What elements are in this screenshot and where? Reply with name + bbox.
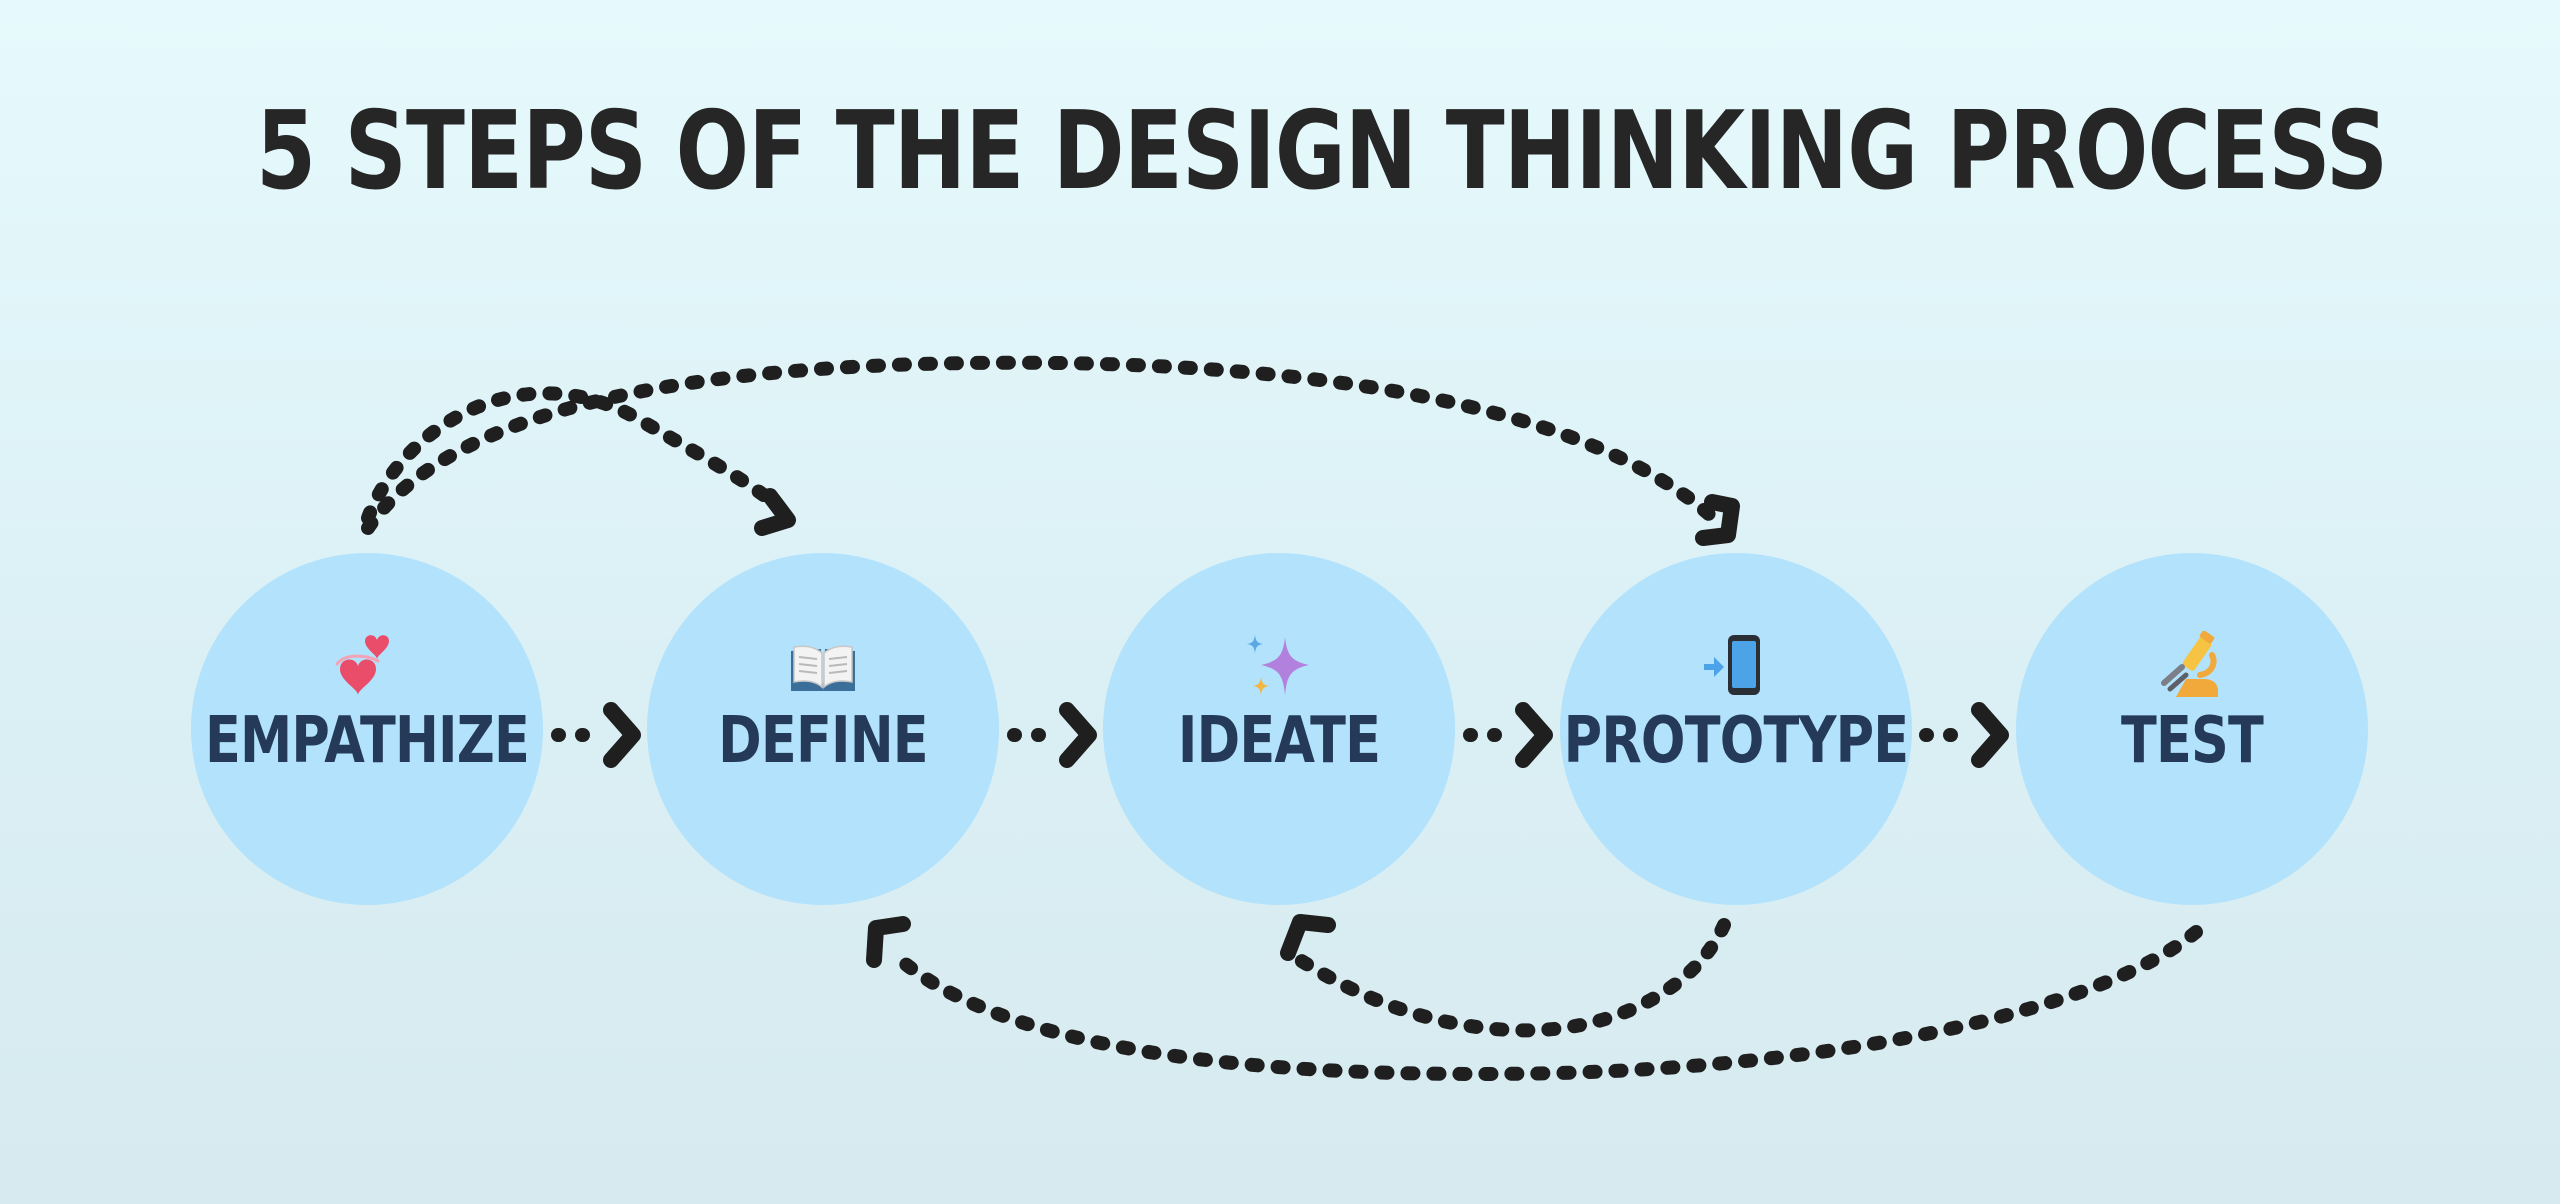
stage-prototype: PROTOTYPE	[1560, 553, 1912, 905]
forward-arrow-ideate-prototype	[1463, 702, 1553, 768]
stage-label: EMPATHIZE	[204, 704, 530, 778]
stage-empathize: EMPATHIZE	[191, 553, 543, 905]
forward-arrow-prototype-test	[1919, 702, 2009, 768]
loop-arrow-test-to-define	[866, 916, 2203, 1081]
forward-arrow-empathize-define	[551, 702, 641, 768]
loop-arrow-empathize-to-define	[361, 386, 796, 536]
loop-arrow-empathize-to-prototype	[361, 355, 1740, 546]
stage-define: DEFINE	[647, 553, 999, 905]
diagram-title: 5 STEPS OF THE DESIGN THINKING PROCESS	[256, 89, 2388, 214]
stage-test: TEST	[2016, 553, 2368, 905]
open-book-icon	[791, 645, 855, 691]
hearts-icon	[335, 635, 389, 695]
microscope-icon	[2161, 631, 2218, 697]
forward-arrow-define-ideate	[1007, 702, 1097, 768]
stage-label: IDEATE	[1177, 704, 1381, 778]
stage-label: DEFINE	[718, 704, 928, 778]
loop-arrow-prototype-to-ideate	[1280, 914, 1731, 1038]
stage-label: TEST	[2121, 704, 2264, 778]
stage-ideate: IDEATE	[1103, 553, 1455, 905]
sparkles-icon	[1247, 635, 1309, 695]
mobile-phone-arrow-icon	[1704, 635, 1760, 695]
stage-label: PROTOTYPE	[1563, 704, 1909, 778]
